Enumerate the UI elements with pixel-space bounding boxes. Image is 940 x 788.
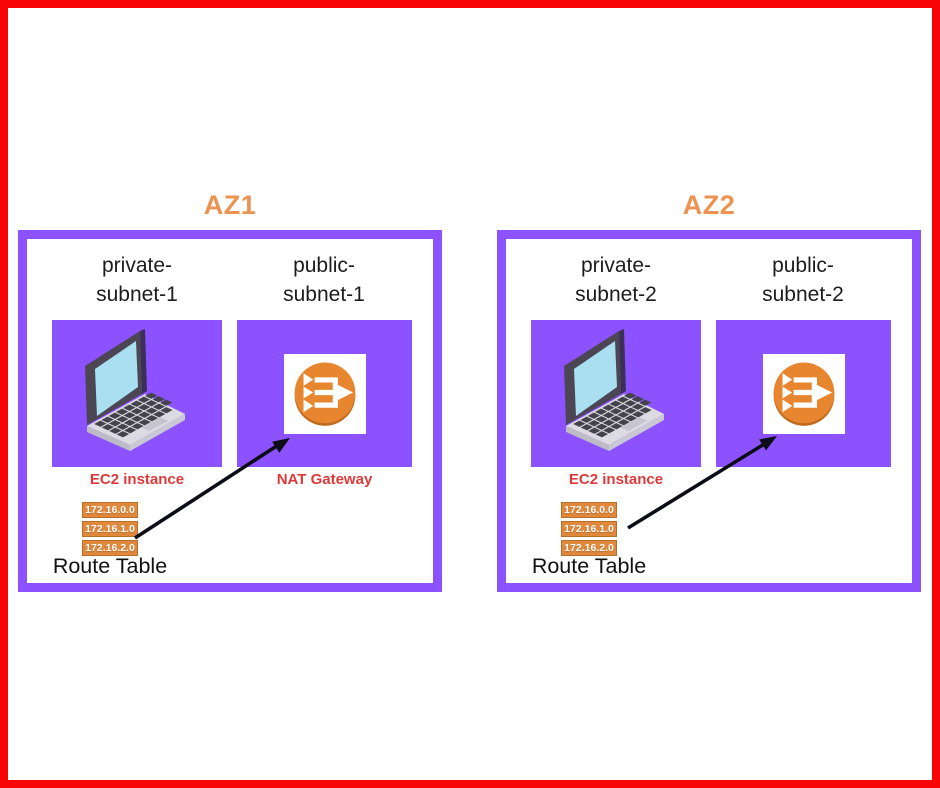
- private-subnet-1-label-line1: private-: [101, 254, 173, 277]
- nat-gateway-caption: NAT Gateway: [276, 471, 373, 488]
- route-table: 172.16.0.0 172.16.1.0 172.16.2.0: [82, 502, 138, 556]
- public-subnet-2-label: public- subnet-2: [713, 251, 893, 309]
- route-entry: 172.16.2.0: [82, 540, 138, 556]
- private-subnet-2-label-line1: private-: [580, 254, 652, 277]
- laptop-icon: [564, 329, 664, 451]
- az1-vpc-box: private- subnet-1 public- subnet-1: [18, 230, 442, 592]
- route-table-label: Route Table: [52, 554, 168, 578]
- public-subnet-2-label-line1: public-: [772, 254, 834, 277]
- private-subnet-2-label-line2: subnet-2: [575, 283, 657, 306]
- private-subnet-2-rect: [531, 320, 701, 467]
- availability-zone-1: AZ1 private- subnet-1 public- subnet-1: [18, 188, 442, 598]
- public-subnet-1-label-line1: public-: [293, 254, 355, 277]
- private-subnet-2-label: private- subnet-2: [526, 251, 706, 309]
- nat-gateway-icon: [294, 362, 355, 426]
- public-subnet-2-label-line2: subnet-2: [762, 283, 844, 306]
- route-entry: 172.16.0.0: [561, 502, 617, 518]
- az2-vpc-box: private- subnet-2 public- subnet-2: [497, 230, 921, 592]
- private-subnet-1-label: private- subnet-1: [47, 251, 227, 309]
- nat-gateway-2-tile: [762, 354, 845, 434]
- public-subnet-1-label-line2: subnet-1: [283, 283, 365, 306]
- private-subnet-1-rect: [52, 320, 222, 467]
- laptop-icon: [85, 329, 185, 451]
- public-subnet-1-label: public- subnet-1: [234, 251, 414, 309]
- route-entry: 172.16.1.0: [561, 521, 617, 537]
- route-entry: 172.16.0.0: [82, 502, 138, 518]
- route-table-label: Route Table: [531, 554, 647, 578]
- az1-title: AZ1: [203, 190, 257, 220]
- nat-gateway-1-tile: [283, 354, 366, 434]
- availability-zone-2: AZ2 private- subnet-2 public- subnet-2: [497, 188, 921, 598]
- nat-gateway-icon: [773, 362, 834, 426]
- route-entry: 172.16.1.0: [82, 521, 138, 537]
- az2-title: AZ2: [682, 190, 736, 220]
- private-subnet-1-label-line2: subnet-1: [96, 283, 178, 306]
- ec2-caption: EC2 instance: [568, 471, 664, 488]
- public-subnet-1-rect: [237, 320, 412, 467]
- route-table: 172.16.0.0 172.16.1.0 172.16.2.0: [561, 502, 617, 556]
- ec2-caption: EC2 instance: [89, 471, 185, 488]
- route-entry: 172.16.2.0: [561, 540, 617, 556]
- public-subnet-2-rect: [716, 320, 891, 467]
